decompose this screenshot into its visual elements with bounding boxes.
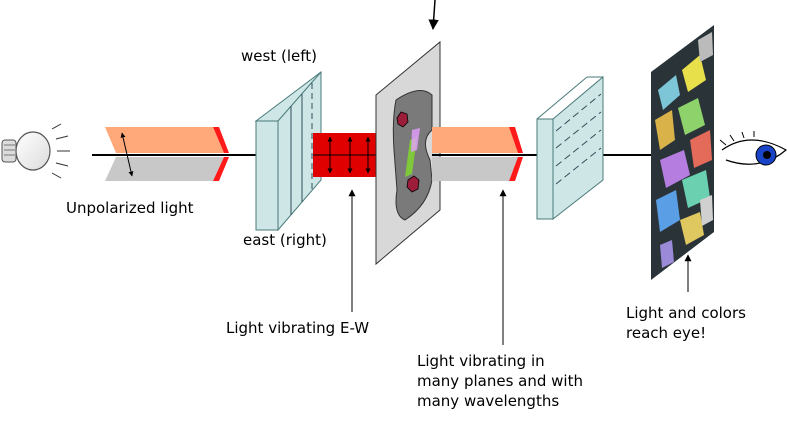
mixed-light-beam [432, 127, 530, 181]
polarized-light-band [313, 133, 377, 177]
unpolarized-light-beam [105, 127, 229, 181]
many-planes-line-3: many wavelengths [417, 392, 560, 410]
east-label: east (right) [243, 231, 327, 249]
interference-color-image [651, 25, 714, 280]
ew-light-label: Light vibrating E-W [226, 319, 370, 337]
many-planes-line-1: Light vibrating in [417, 352, 545, 370]
stage-pointer-arrow [428, 0, 439, 31]
many-planes-line-2: many planes and with [417, 372, 583, 390]
reach-eye-line-1: Light and colors [626, 304, 746, 322]
west-label: west (left) [241, 47, 317, 65]
sample-stage [375, 40, 441, 266]
unpolarized-light-label: Unpolarized light [66, 199, 194, 217]
reach-eye-label: Light and colors reach eye! [626, 303, 746, 343]
eye-icon [719, 131, 787, 166]
light-bulb-icon [1, 123, 70, 179]
many-planes-label: Light vibrating in many planes and with … [417, 351, 583, 411]
upper-polarizer [536, 75, 604, 221]
reach-eye-line-2: reach eye! [626, 324, 707, 342]
lower-polarizer [254, 70, 322, 232]
